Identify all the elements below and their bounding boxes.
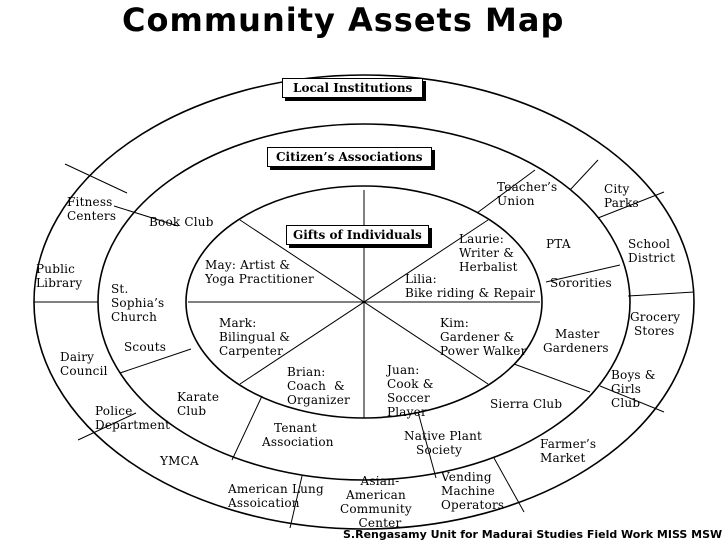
label-pta: PTA xyxy=(546,237,571,251)
out-spoke-9 xyxy=(569,159,599,191)
label-american-lung: American Lung Assoication xyxy=(228,482,324,510)
page-title: Community Assets Map xyxy=(122,1,565,39)
label-teachers-union: Teacher’s Union xyxy=(497,180,558,208)
mid-spoke-2 xyxy=(119,348,192,374)
mid-spoke-7 xyxy=(476,169,536,214)
out-spoke-8 xyxy=(597,191,665,219)
label-brian: Brian: Coach & Organizer xyxy=(287,365,350,407)
mid-spoke-6 xyxy=(545,264,621,283)
label-kim: Kim: Gardener & Power Walker xyxy=(440,316,527,358)
label-sororities: Sororities xyxy=(550,276,612,290)
inner-spoke-diag-2 xyxy=(239,219,489,385)
label-tenant-association: Tenant Association xyxy=(262,421,334,449)
out-spoke-6 xyxy=(599,385,665,413)
label-juan: Juan: Cook & Soccer Player xyxy=(387,363,434,419)
label-native-plant-society: Native Plant Society xyxy=(404,429,483,457)
mid-spoke-1 xyxy=(113,205,179,227)
mid-spoke-5 xyxy=(513,363,591,393)
ring-label-gifts-of-individuals: Gifts of Individuals xyxy=(286,225,429,245)
label-may: May: Artist & Yoga Practitioner xyxy=(205,258,314,286)
label-grocery-stores: Grocery Stores xyxy=(630,310,681,338)
label-laurie: Laurie: Writer & Herbalist xyxy=(459,232,518,274)
out-spoke-1 xyxy=(64,163,128,194)
label-fitness-centers: Fitness Centers xyxy=(67,195,117,223)
mid-spoke-3 xyxy=(231,395,263,461)
label-scouts: Scouts xyxy=(124,340,167,354)
out-spoke-3 xyxy=(77,412,137,441)
label-sierra-club: Sierra Club xyxy=(490,397,563,411)
label-boys-girls-club: Boys & Girls Club xyxy=(611,368,656,410)
label-book-club: Book Club xyxy=(149,215,214,229)
label-karate-club: Karate Club xyxy=(177,390,220,418)
label-mark: Mark: Bilingual & Carpenter xyxy=(219,316,291,358)
label-school-district: School District xyxy=(628,237,676,265)
label-dairy-council: Dairy Council xyxy=(60,350,108,378)
label-vending-operators: Vending Machine Operators xyxy=(441,470,505,512)
label-lilia: Lilia: Bike riding & Repair xyxy=(405,272,536,300)
footer-credit: S.Rengasamy Unit for Madurai Studies Fie… xyxy=(343,528,723,541)
label-police-department: Police Department xyxy=(95,404,171,432)
mid-spoke-4 xyxy=(417,411,437,479)
label-st-sophias-church: St. Sophia’s Church xyxy=(111,282,165,324)
label-city-parks: City Parks xyxy=(604,182,639,210)
label-public-library: Public Library xyxy=(36,262,83,290)
out-spoke-7 xyxy=(627,291,695,297)
label-ymca: YMCA xyxy=(160,454,199,468)
label-master-gardeners: Master Gardeners xyxy=(543,327,609,355)
out-spoke-4 xyxy=(289,475,303,529)
label-farmers-market: Farmer’s Market xyxy=(540,437,597,465)
label-asian-american-center: Asian- American Community Center xyxy=(340,474,412,530)
ring-label-citizens-associations: Citizen’s Associations xyxy=(267,147,432,167)
ring-label-local-institutions: Local Institutions xyxy=(282,78,424,98)
out-spoke-5 xyxy=(493,457,525,513)
